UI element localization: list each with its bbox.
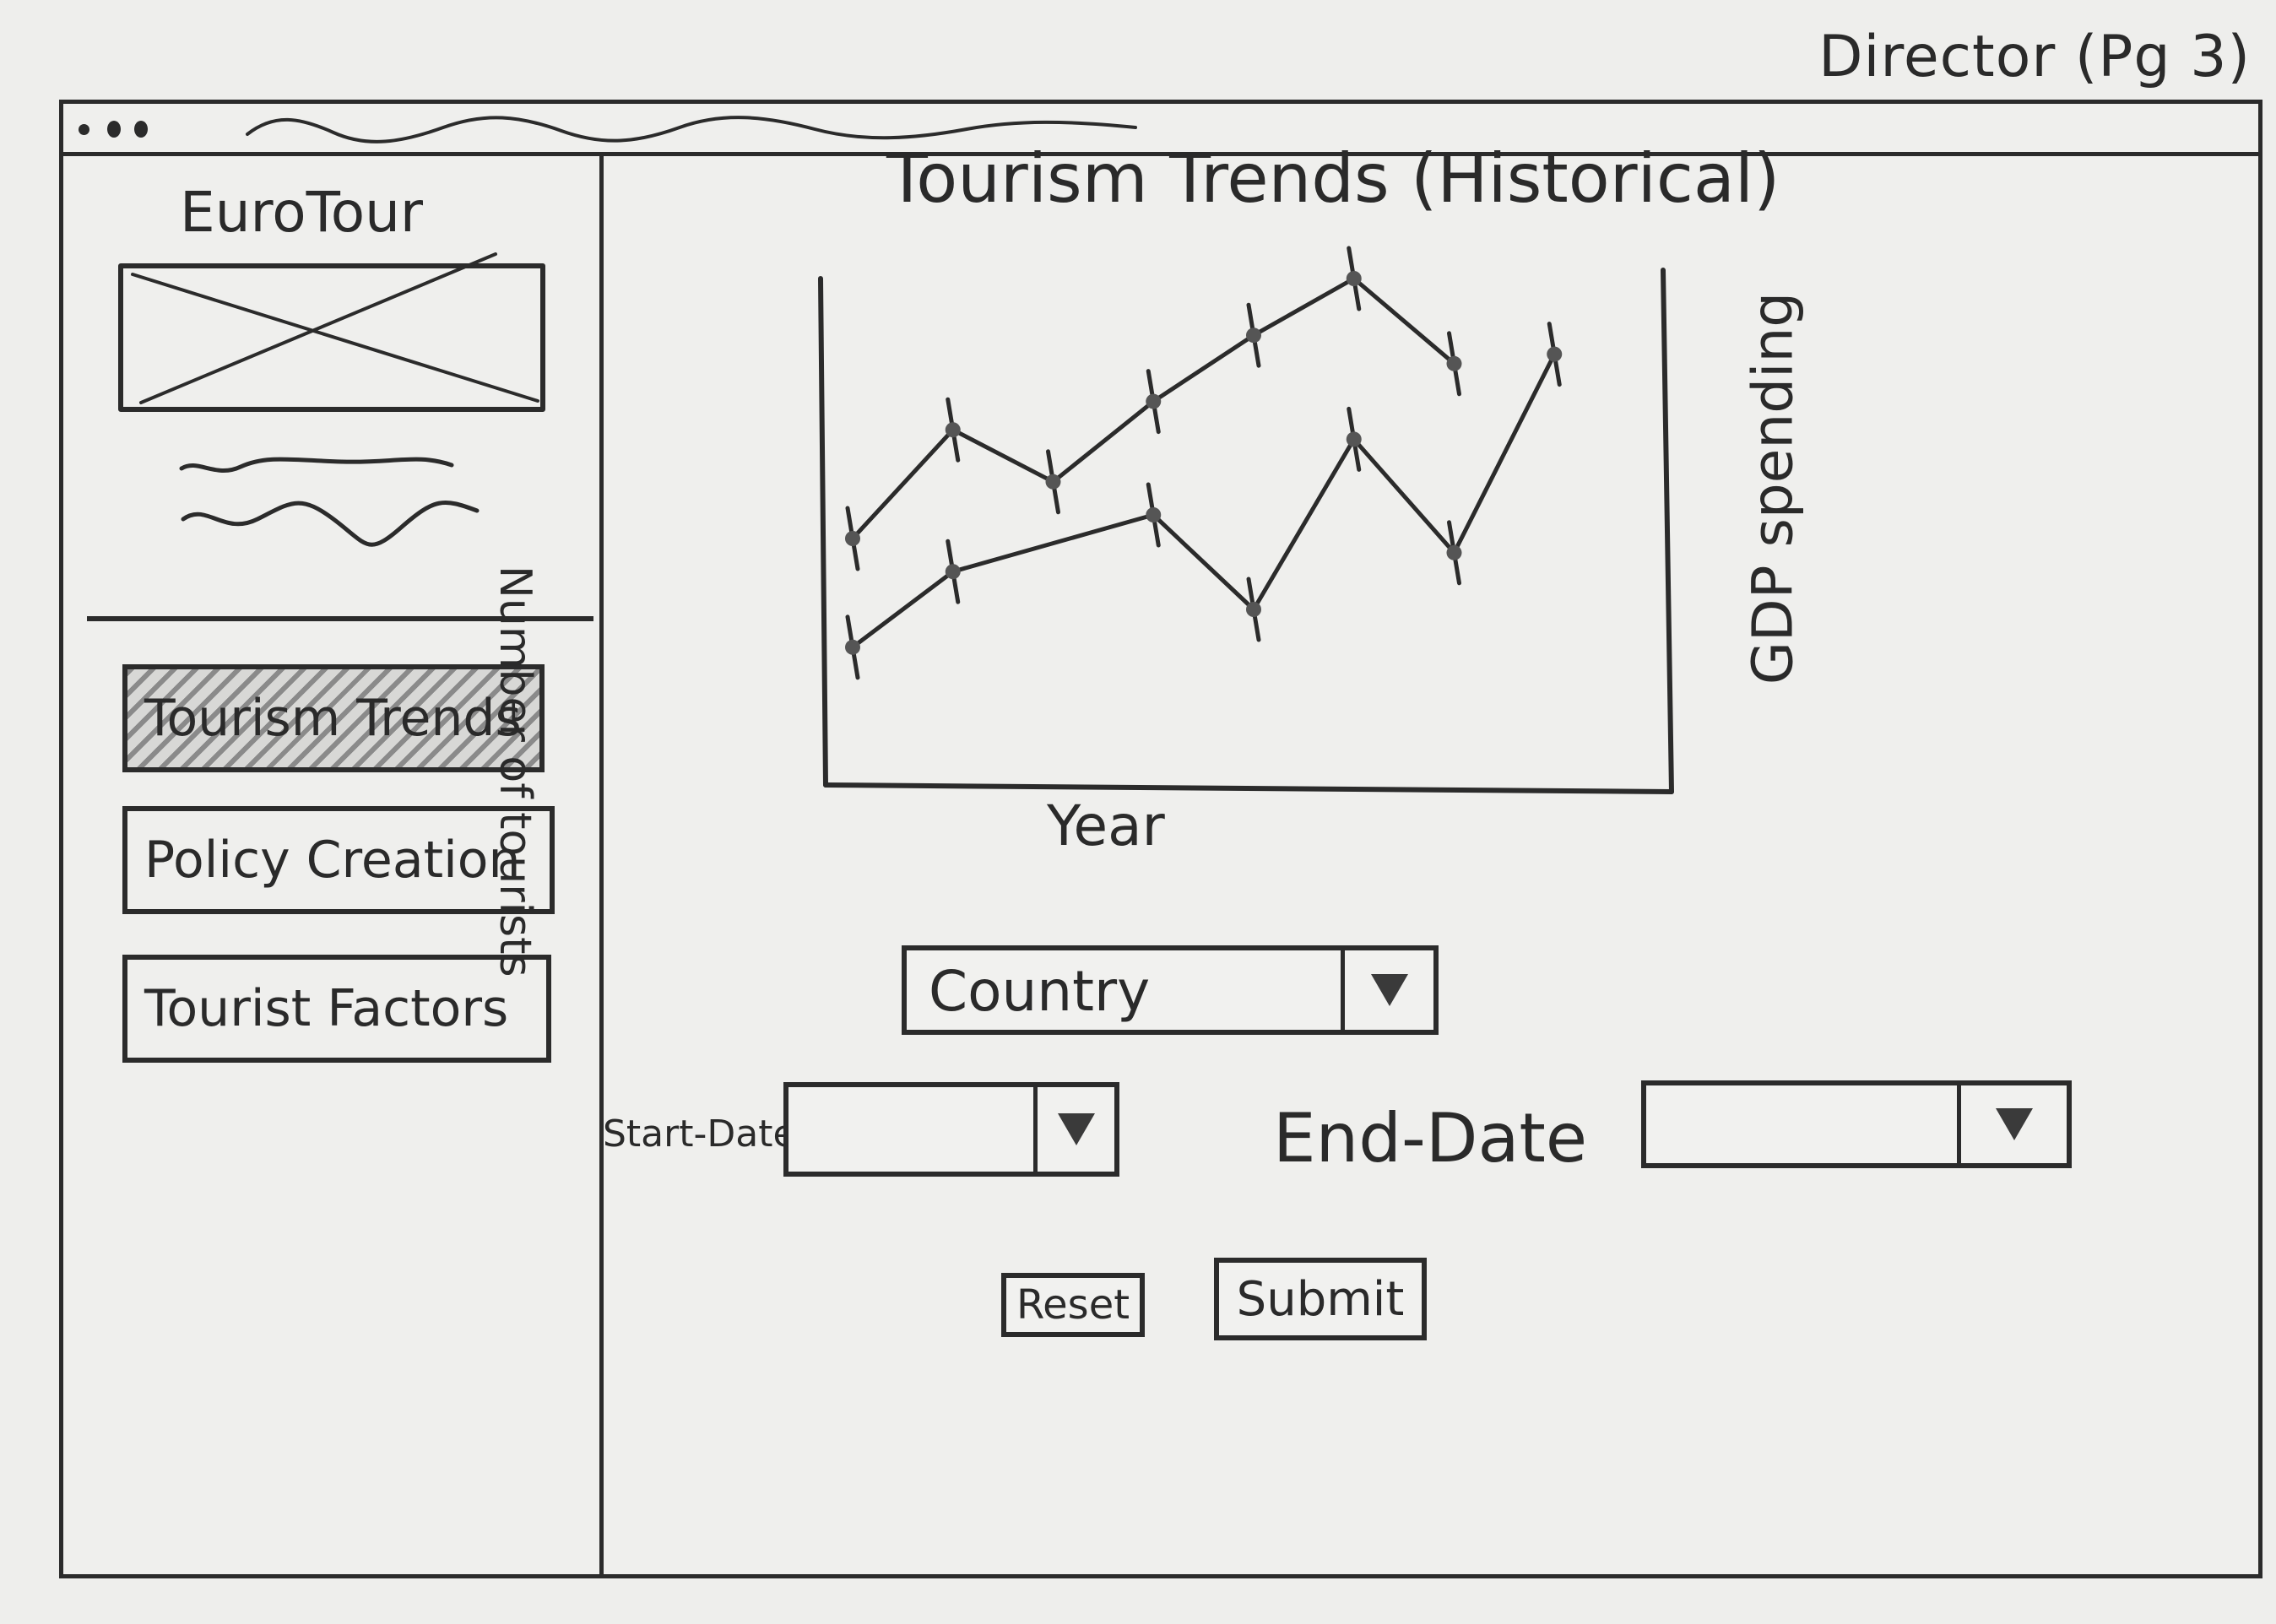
- end-date-dropdown-button[interactable]: [1957, 1085, 2067, 1163]
- data-marker-1-6: [1346, 271, 1362, 286]
- chart-y-axis-label: Number of tourists: [490, 566, 540, 977]
- sidebar: EuroTour Tourism Trends Policy Creation …: [63, 156, 604, 1574]
- y2-axis: [1661, 268, 1674, 794]
- data-marker-2-2: [945, 564, 961, 580]
- country-select[interactable]: Country: [902, 945, 1439, 1035]
- data-marker-1-4: [1146, 393, 1162, 409]
- sidebar-item-label: Tourism Trends: [144, 689, 522, 748]
- data-marker-2-4: [1246, 602, 1261, 617]
- chart-y2-axis-label: GDP spending: [1740, 291, 1806, 685]
- brand-name: EuroTour: [180, 180, 424, 245]
- logo-image-placeholder: [118, 252, 545, 412]
- data-marker-1-7: [1446, 355, 1462, 371]
- x-axis: [823, 782, 1674, 794]
- data-marker-2-1: [845, 639, 860, 655]
- submit-button[interactable]: Submit: [1214, 1258, 1427, 1340]
- end-date-label: End-Date: [1273, 1099, 1588, 1177]
- y-axis: [818, 276, 828, 788]
- sidebar-item-label: Tourist Factors: [144, 979, 509, 1038]
- window-titlebar: [63, 104, 2258, 156]
- chevron-down-icon: [1370, 974, 1408, 1006]
- tagline-scribble: [179, 457, 480, 547]
- data-marker-2-3: [1146, 507, 1162, 522]
- sidebar-item-label: Policy Creation: [144, 831, 521, 890]
- country-dropdown-button[interactable]: [1341, 950, 1433, 1030]
- country-select-value: Country: [929, 959, 1151, 1024]
- sidebar-item-tourist-factors[interactable]: Tourist Factors: [122, 955, 551, 1063]
- start-date-label: Start-Date: [603, 1112, 796, 1156]
- chevron-down-icon: [1057, 1113, 1095, 1145]
- data-marker-1-2: [945, 422, 961, 438]
- window-dot-icon[interactable]: [134, 121, 148, 138]
- reset-button[interactable]: Reset: [1001, 1273, 1145, 1337]
- data-marker-1-1: [845, 531, 860, 546]
- data-marker-2-7: [1547, 346, 1563, 362]
- window-dot-icon[interactable]: [107, 121, 121, 138]
- chevron-down-icon: [1995, 1108, 2033, 1140]
- data-marker-2-5: [1346, 431, 1362, 447]
- chart-title: Tourism Trends (Historical): [886, 139, 1780, 218]
- sidebar-divider: [87, 616, 593, 621]
- window-dot-icon[interactable]: [79, 124, 89, 135]
- page-label: Director (Pg 3): [1818, 24, 2251, 90]
- app-window: EuroTour Tourism Trends Policy Creation …: [59, 100, 2262, 1578]
- data-marker-1-5: [1246, 328, 1261, 344]
- data-marker-2-6: [1446, 544, 1462, 560]
- end-date-select[interactable]: [1641, 1080, 2072, 1168]
- data-marker-1-3: [1045, 474, 1061, 490]
- start-date-dropdown-button[interactable]: [1033, 1087, 1114, 1172]
- chart-x-axis-label: Year: [1047, 793, 1165, 858]
- sidebar-item-policy-creation[interactable]: Policy Creation: [122, 806, 555, 914]
- start-date-select[interactable]: [783, 1082, 1119, 1177]
- address-bar-scribble: [246, 116, 1137, 143]
- sidebar-item-tourism-trends[interactable]: Tourism Trends: [122, 664, 545, 772]
- chart-axes: [818, 268, 1674, 794]
- tourism-trends-chart: [818, 246, 1674, 794]
